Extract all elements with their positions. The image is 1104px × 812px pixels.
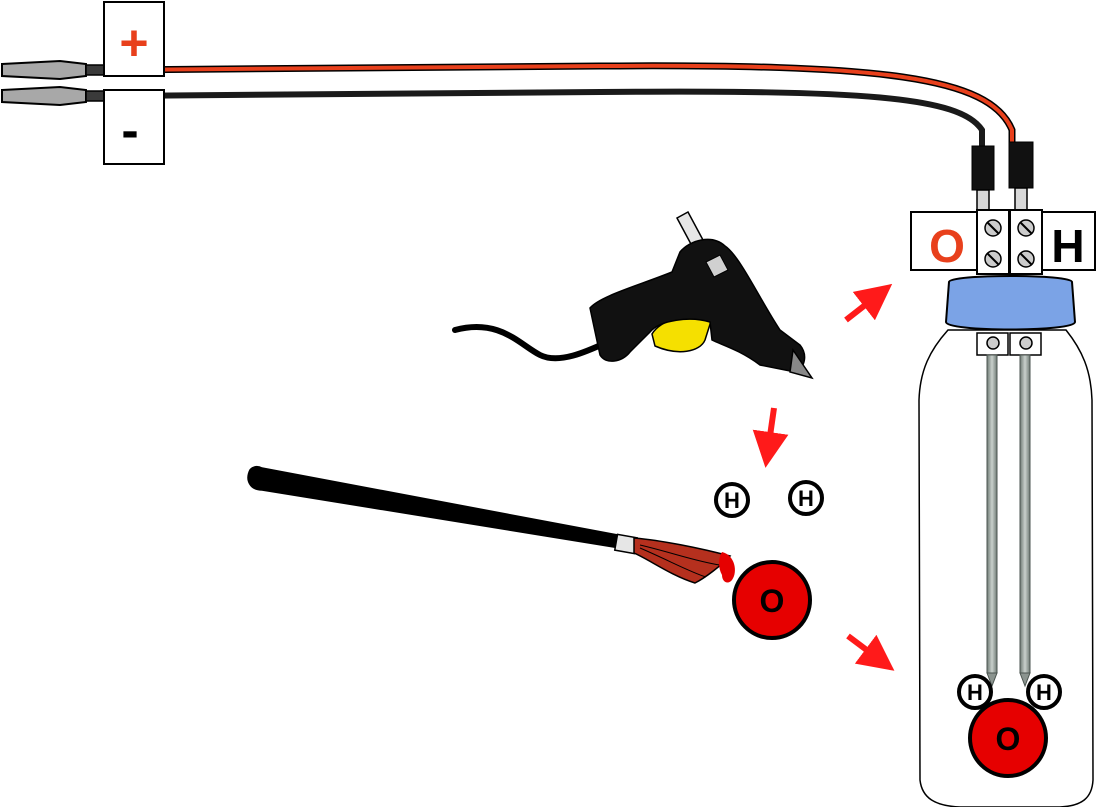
connector-plug-negative <box>971 145 995 213</box>
negative-wire <box>103 88 985 150</box>
molecule-oxygen-label: O <box>996 721 1021 757</box>
alligator-clip-positive-icon <box>1 59 105 81</box>
hot-glue-gun-icon <box>452 210 814 380</box>
water-molecule: H H O <box>957 674 1062 778</box>
electrode-oxygen <box>986 354 998 688</box>
negative-terminal: - <box>103 89 165 165</box>
negative-terminal-label: - <box>121 102 138 160</box>
positive-terminal: + <box>103 1 165 77</box>
free-hydrogen-right-label: H <box>798 486 814 511</box>
arrow-to-cap-icon <box>844 283 893 323</box>
bottle-cap <box>944 275 1077 331</box>
arrow-to-bottle-icon <box>846 633 895 671</box>
arrow-down-icon <box>752 407 789 468</box>
free-oxygen-atom: O <box>732 560 812 640</box>
molecule-hydrogen-left-label: H <box>967 680 983 705</box>
oxygen-electrode-label: O <box>929 220 965 272</box>
positive-terminal-label: + <box>119 15 148 71</box>
molecule-hydrogen-right-label: H <box>1036 680 1052 705</box>
alligator-clip-negative-icon <box>1 85 105 107</box>
paint-brush-icon <box>247 465 735 584</box>
free-hydrogen-atom-left: H <box>714 482 750 518</box>
positive-wire <box>103 62 1016 150</box>
electrode-hydrogen <box>1019 354 1031 688</box>
free-hydrogen-atom-right: H <box>788 480 824 516</box>
screw-terminal-icon <box>976 209 1043 275</box>
free-hydrogen-left-label: H <box>724 488 740 513</box>
hydrogen-electrode-label: H <box>1051 220 1084 272</box>
connector-plug-positive <box>1008 141 1034 213</box>
free-oxygen-label: O <box>760 583 785 619</box>
